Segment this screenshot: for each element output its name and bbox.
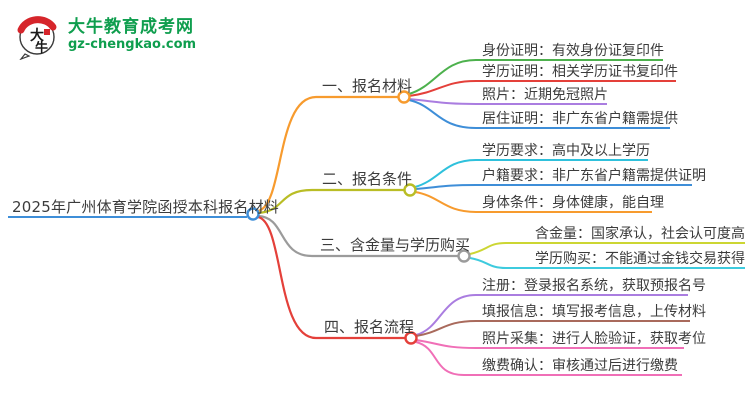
leaf-link (408, 99, 670, 129)
leaf-link (415, 184, 692, 190)
branch-label: 三、含金量与学历购买 (320, 236, 471, 254)
leaf-label: 填报信息：填写报考信息，上传材料 (482, 304, 706, 320)
leaf-link (415, 339, 684, 349)
branch-label: 四、报名流程 (324, 318, 415, 336)
branch-4-link (257, 215, 405, 340)
leaf-label: 含金量：国家承认，社会认可度高 (535, 226, 745, 242)
leaf-label: 户籍要求：非广东省户籍需提供证明 (482, 168, 706, 184)
leaf-label: 注册：登录报名系统，获取预报名号 (482, 278, 706, 294)
branch-2-link (257, 188, 404, 215)
branch-node-circle (403, 183, 417, 197)
svg-text:大: 大 (30, 27, 44, 44)
leaf-label: 身体条件：身体健康，能自理 (482, 195, 664, 211)
leaf-link (469, 257, 745, 269)
branch-label: 一、报名材料 (322, 77, 413, 95)
leaf-link (415, 320, 690, 337)
leaf-link (414, 159, 648, 188)
leaf-label: 照片采集：进行人脸验证，获取考位 (482, 331, 706, 347)
branch-label: 二、报名条件 (322, 170, 413, 188)
branch-node-circle (457, 249, 471, 263)
leaf-label: 身份证明：有效身份证复印件 (482, 43, 664, 59)
svg-text:牛: 牛 (35, 40, 48, 56)
branch-1-link (257, 95, 398, 213)
leaf-link (408, 98, 607, 105)
root-node-circle (246, 207, 260, 221)
leaf-link (469, 242, 745, 255)
logo-url: gz-chengkao.com (68, 37, 197, 52)
leaf-link (415, 341, 682, 376)
branch-3-link (257, 214, 458, 258)
leaf-link (408, 80, 676, 97)
leaf-link (415, 294, 688, 336)
branch-node-circle (404, 331, 418, 345)
logo-text: 大牛教育成考网 gz-chengkao.com (68, 17, 196, 53)
branch-node-circle (397, 90, 411, 104)
leaf-label: 照片：近期免冠照片 (482, 87, 608, 103)
leaf-label: 学历购买：不能通过金钱交易获得 (535, 251, 745, 267)
logo-title: 大牛教育成考网 (68, 17, 194, 37)
leaf-link (414, 191, 652, 213)
leaf-label: 居住证明：非广东省户籍需提供 (482, 111, 678, 127)
leaf-label: 学历要求：高中及以上学历 (482, 143, 650, 159)
root-topic-label: 2025年广州体育学院函授本科报名材料 (12, 198, 279, 216)
leaf-label: 缴费确认：审核通过后进行缴费 (482, 358, 678, 374)
site-logo[interactable]: 大 牛 大牛教育成考网 gz-chengkao.com (13, 10, 196, 60)
daniu-cow-badge-icon: 大 牛 (17, 16, 57, 60)
leaf-link (408, 59, 663, 95)
leaf-label: 学历证明：相关学历证书复印件 (482, 64, 678, 80)
